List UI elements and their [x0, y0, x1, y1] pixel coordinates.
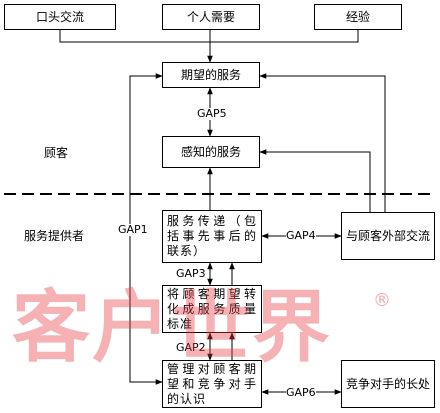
gap3-label: GAP3 — [176, 267, 206, 280]
experience-label: 经验 — [345, 9, 370, 24]
word-of-mouth-label: 口头交流 — [35, 9, 84, 24]
personal-needs-box: 个人需要 — [162, 4, 260, 30]
word-of-mouth-box: 口头交流 — [4, 4, 116, 30]
service-delivery-box: 服务传递（包括事先事后的联系） — [162, 210, 262, 263]
connector-experience — [210, 30, 359, 43]
customer-side-label: 顾客 — [44, 146, 69, 160]
expected-service-box: 期望的服务 — [162, 62, 260, 88]
perceived-service-label: 感知的服务 — [180, 144, 241, 159]
external-communication-box: 与顾客外部交流 — [341, 212, 435, 260]
management-perception-label: 管理对顾客期望和竞争对手的认识 — [167, 361, 257, 406]
service-standards-label: 将顾客期望转化成服务质量标准 — [167, 286, 257, 331]
gap2-label: GAP2 — [176, 341, 206, 354]
service-delivery-label: 服务传递（包括事先事后的联系） — [167, 214, 257, 258]
provider-side-label: 服务提供者 — [24, 229, 85, 243]
connector-external-to-expected — [259, 73, 386, 212]
competitor-strengths-label: 竞争对手的长处 — [346, 376, 431, 391]
management-perception-box: 管理对顾客期望和竞争对手的认识 — [162, 360, 262, 408]
perceived-service-box: 感知的服务 — [162, 136, 260, 168]
service-standards-box: 将顾客期望转化成服务质量标准 — [162, 285, 262, 333]
experience-box: 经验 — [314, 4, 402, 30]
external-communication-label: 与顾客外部交流 — [346, 228, 431, 243]
gap6-label: GAP6 — [286, 386, 316, 399]
personal-needs-label: 个人需要 — [186, 9, 235, 24]
connector-external-to-perceived — [259, 149, 371, 212]
gap1-label: GAP1 — [118, 223, 148, 236]
expected-service-label: 期望的服务 — [180, 67, 241, 82]
connector-word-of-mouth — [59, 30, 210, 43]
competitor-strengths-box: 竞争对手的长处 — [341, 360, 435, 408]
gap4-label: GAP4 — [286, 229, 316, 242]
gap5-label: GAP5 — [197, 107, 227, 120]
